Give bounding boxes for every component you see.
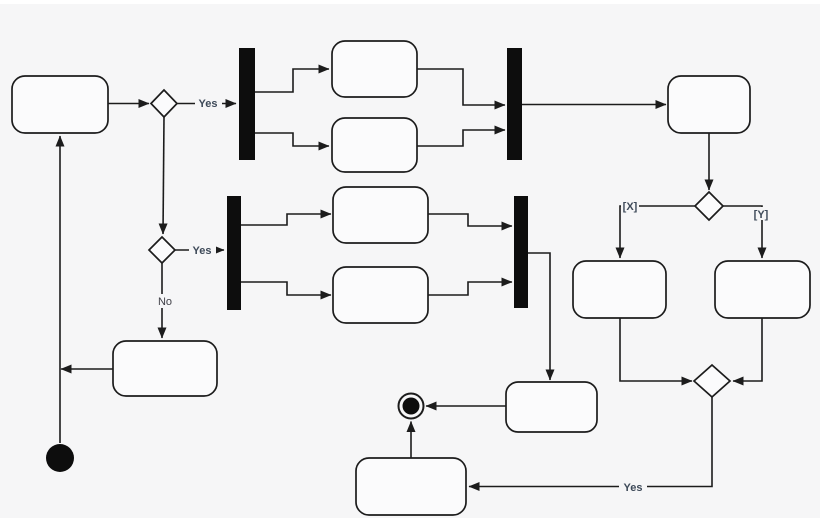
edge-label-decision2-no: No: [153, 294, 176, 308]
decision-xy: [693, 190, 725, 222]
edge-parallel1top-to-join1: [417, 68, 506, 110]
edge-parallel2top-to-join2: [428, 213, 513, 231]
activity-after-join1: [667, 75, 751, 134]
edge-parallel2bottom-to-join2: [428, 277, 513, 296]
activity-loop-bottom: [355, 457, 467, 516]
edge-label-decision2-yes: Yes: [189, 243, 216, 257]
edge-fork1-to-parallel1bottom: [255, 132, 330, 151]
activity-no-branch: [112, 340, 218, 397]
edge-branchx-to-merge: [619, 318, 693, 386]
label-mask: [621, 199, 639, 212]
decision-nodes: [147, 88, 732, 399]
activity-parallel2-top: [332, 186, 429, 244]
edge-merge-yes-to-loop: [468, 397, 713, 491]
edge-fork2-to-parallel2bottom: [241, 281, 332, 300]
edge-labels: Yes Yes No [X] [Y] Yes: [153, 96, 771, 494]
activity-branch-y: [714, 260, 811, 319]
activity-nodes: [11, 40, 811, 516]
activity-parallel2-bottom: [332, 266, 429, 324]
initial-node: [46, 444, 74, 472]
fork-bar-2: [227, 196, 241, 310]
svg-text:[Y]: [Y]: [754, 209, 769, 221]
edge-fork1-to-parallel1top: [255, 64, 330, 93]
decision-1: [149, 88, 179, 119]
activity-start: [11, 75, 109, 134]
final-node-dot: [402, 397, 420, 415]
label-mask: [189, 243, 216, 257]
final-node-ring: [397, 392, 425, 420]
svg-text:Yes: Yes: [624, 482, 643, 494]
activity-parallel1-bottom: [331, 117, 418, 173]
edge-branchy-to-merge: [732, 318, 763, 386]
svg-text:Yes: Yes: [193, 245, 212, 257]
edge-decision1-to-decision2: [158, 116, 168, 235]
edge-label-guard-y: [Y]: [752, 207, 771, 221]
label-mask: [752, 207, 771, 220]
edge-parallel1bottom-to-join1: [417, 125, 506, 147]
join-bar-2: [514, 196, 528, 308]
activity-branch-x: [572, 260, 667, 319]
svg-text:Yes: Yes: [199, 98, 218, 110]
svg-text:No: No: [158, 296, 172, 308]
start-end-nodes: [46, 392, 425, 472]
edge-label-decision1-yes: Yes: [195, 96, 222, 110]
edge-fork2-to-parallel2top: [241, 209, 332, 226]
label-mask: [619, 480, 647, 494]
activity-pre-final: [505, 381, 598, 433]
merge-diamond: [692, 363, 732, 399]
join-bar-1: [507, 48, 522, 160]
edge-guard-x: [615, 205, 695, 259]
edge-guard-y: [723, 205, 767, 259]
label-mask: [195, 96, 222, 110]
decision-2: [147, 235, 177, 265]
label-mask: [153, 294, 176, 308]
final-node: [397, 392, 425, 420]
fork-bar-1: [239, 48, 255, 160]
edge-label-loop-yes: Yes: [619, 480, 647, 494]
svg-text:[X]: [X]: [623, 201, 638, 213]
edge-label-guard-x: [X]: [621, 199, 639, 213]
fork-join-bars: [227, 48, 528, 310]
activity-parallel1-top: [331, 40, 418, 98]
flow-edges: [55, 64, 767, 491]
edge-join2-to-prefinal: [528, 252, 555, 381]
